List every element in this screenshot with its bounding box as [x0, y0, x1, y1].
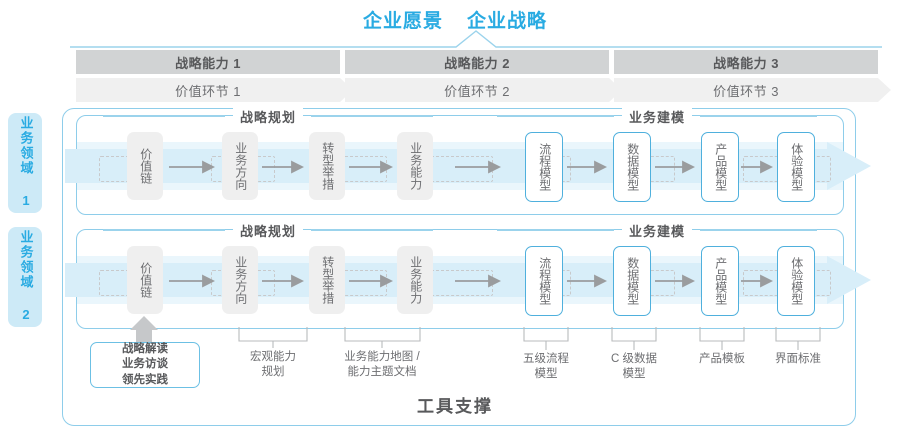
arrow-icon [655, 274, 695, 288]
label-interface-standard: 界面标准 [775, 353, 821, 365]
top-titles: 企业愿景 企业战略 [0, 6, 910, 33]
arrow-icon [655, 160, 695, 174]
strategy-box-line-2: 业务访谈 [122, 358, 168, 371]
label-business-capability-map: 业务能力地图 / 能力主题文档 [344, 351, 420, 378]
capability-band-2-label: 战略能力 2 [444, 55, 510, 71]
row-2-section-planning: 战略规划 [103, 220, 434, 240]
chevron-right-icon [340, 78, 353, 102]
rule-right [311, 229, 434, 231]
row-2-node-transformation[interactable]: 转型举措 [309, 246, 345, 314]
strategy-interpretation-box[interactable]: 战略解读 业务访谈 领先实践 [90, 342, 200, 388]
row-2-node-product-model[interactable]: 产品模型 [701, 246, 739, 316]
rule-right [700, 115, 818, 117]
arrow-icon [567, 274, 607, 288]
domain-row-1: 战略规划 业务建模 价值链 业务方向 转型举措 业务能力 流程模型 [65, 106, 871, 215]
arrow-icon [349, 160, 393, 174]
arrow-icon [455, 274, 501, 288]
row-2-node-transformation-label: 转型举措 [320, 256, 335, 304]
row-2-node-process-model[interactable]: 流程模型 [525, 246, 563, 316]
row-2-node-business-direction[interactable]: 业务方向 [222, 246, 258, 314]
row-2-node-experience-model[interactable]: 体验模型 [777, 246, 815, 316]
row-2-node-business-capability-label: 业务能力 [408, 256, 423, 304]
rule-left [497, 229, 614, 231]
arrow-icon [262, 274, 304, 288]
value-band-2-label: 价值环节 2 [444, 83, 510, 99]
arrow-icon [567, 160, 607, 174]
chevron-right-icon [609, 78, 622, 102]
row-2-section-modeling: 业务建模 [497, 220, 818, 240]
row-2-node-data-model-label: 数据模型 [625, 257, 640, 305]
row-2-node-data-model[interactable]: 数据模型 [613, 246, 651, 316]
rule-left [103, 229, 225, 231]
row-1-node-data-model-label: 数据模型 [625, 143, 640, 191]
row-1-node-process-model[interactable]: 流程模型 [525, 132, 563, 202]
arrow-icon [349, 274, 393, 288]
strategy-box-line-1: 战略解读 [122, 342, 168, 355]
vision-bracket [70, 30, 882, 48]
chevron-right-icon [878, 78, 891, 102]
rule-left [497, 115, 614, 117]
value-band-3: 价值环节 3 [614, 78, 891, 102]
row-1-planning-label: 战略规划 [233, 106, 304, 126]
row-2-node-value-chain[interactable]: 价值链 [127, 246, 163, 314]
row-1-node-business-capability[interactable]: 业务能力 [397, 132, 433, 200]
value-band-1: 价值环节 1 [76, 78, 353, 102]
title-strategy: 企业战略 [467, 11, 548, 32]
row-2-node-business-direction-label: 业务方向 [233, 256, 248, 304]
domain-row-2: 战略规划 业务建模 价值链 业务方向 转型举措 业务能力 流程模型 [65, 220, 871, 329]
capability-band-1: 战略能力 1 [76, 50, 340, 74]
tool-support-title: 工具支撑 [417, 397, 493, 416]
row-1-node-product-model-label: 产品模型 [713, 143, 728, 191]
row-2-modeling-label: 业务建模 [622, 220, 693, 240]
arrow-icon [262, 160, 304, 174]
arrow-icon [741, 160, 773, 174]
label-product-template: 产品模板 [699, 353, 745, 365]
row-2-node-experience-model-label: 体验模型 [789, 257, 804, 305]
row-1-node-value-chain-label: 价值链 [138, 148, 153, 184]
value-band-1-label: 价值环节 1 [175, 83, 241, 99]
rule-right [700, 229, 818, 231]
label-macro-capability-planning: 宏观能力 规划 [250, 351, 296, 378]
row-1-node-transformation[interactable]: 转型举措 [309, 132, 345, 200]
label-c-level-data-model: C 级数据 模型 [611, 353, 657, 380]
row-1-node-business-direction[interactable]: 业务方向 [222, 132, 258, 200]
row-2-planning-label: 战略规划 [233, 220, 304, 240]
title-vision: 企业愿景 [362, 11, 443, 32]
capability-band-3-label: 战略能力 3 [713, 55, 779, 71]
capability-band-1-label: 战略能力 1 [175, 55, 241, 71]
strategy-box-line-3: 领先实践 [122, 373, 168, 386]
arrow-icon [741, 274, 773, 288]
capability-band-3: 战略能力 3 [614, 50, 878, 74]
row-2-node-product-model-label: 产品模型 [713, 257, 728, 305]
arrow-icon [169, 160, 215, 174]
label-five-level-process-model: 五级流程 模型 [523, 353, 569, 380]
row-1-node-process-model-label: 流程模型 [537, 143, 552, 191]
side-label-domain-1-text: 业务领域 1 [18, 116, 34, 210]
side-label-domain-2-text: 业务领域 2 [18, 230, 34, 324]
row-2-node-value-chain-label: 价值链 [138, 262, 153, 298]
arrow-icon [455, 160, 501, 174]
side-label-domain-1: 业务领域 1 [8, 113, 42, 213]
arrow-icon [169, 274, 215, 288]
row-2-node-business-capability[interactable]: 业务能力 [397, 246, 433, 314]
row-1-node-experience-model-label: 体验模型 [789, 143, 804, 191]
row-1-node-value-chain[interactable]: 价值链 [127, 132, 163, 200]
row-1-section-modeling: 业务建模 [497, 106, 818, 126]
row-2-node-process-model-label: 流程模型 [537, 257, 552, 305]
row-1-node-business-capability-label: 业务能力 [408, 142, 423, 190]
value-band-2: 价值环节 2 [345, 78, 622, 102]
row-1-node-transformation-label: 转型举措 [320, 142, 335, 190]
row-1-node-product-model[interactable]: 产品模型 [701, 132, 739, 202]
rule-left [103, 115, 225, 117]
row-1-node-experience-model[interactable]: 体验模型 [777, 132, 815, 202]
side-label-domain-2: 业务领域 2 [8, 227, 42, 327]
value-band-3-label: 价值环节 3 [713, 83, 779, 99]
capability-band-2: 战略能力 2 [345, 50, 609, 74]
row-1-node-data-model[interactable]: 数据模型 [613, 132, 651, 202]
row-1-node-business-direction-label: 业务方向 [233, 142, 248, 190]
rule-right [311, 115, 434, 117]
row-1-section-planning: 战略规划 [103, 106, 434, 126]
row-1-modeling-label: 业务建模 [622, 106, 693, 126]
